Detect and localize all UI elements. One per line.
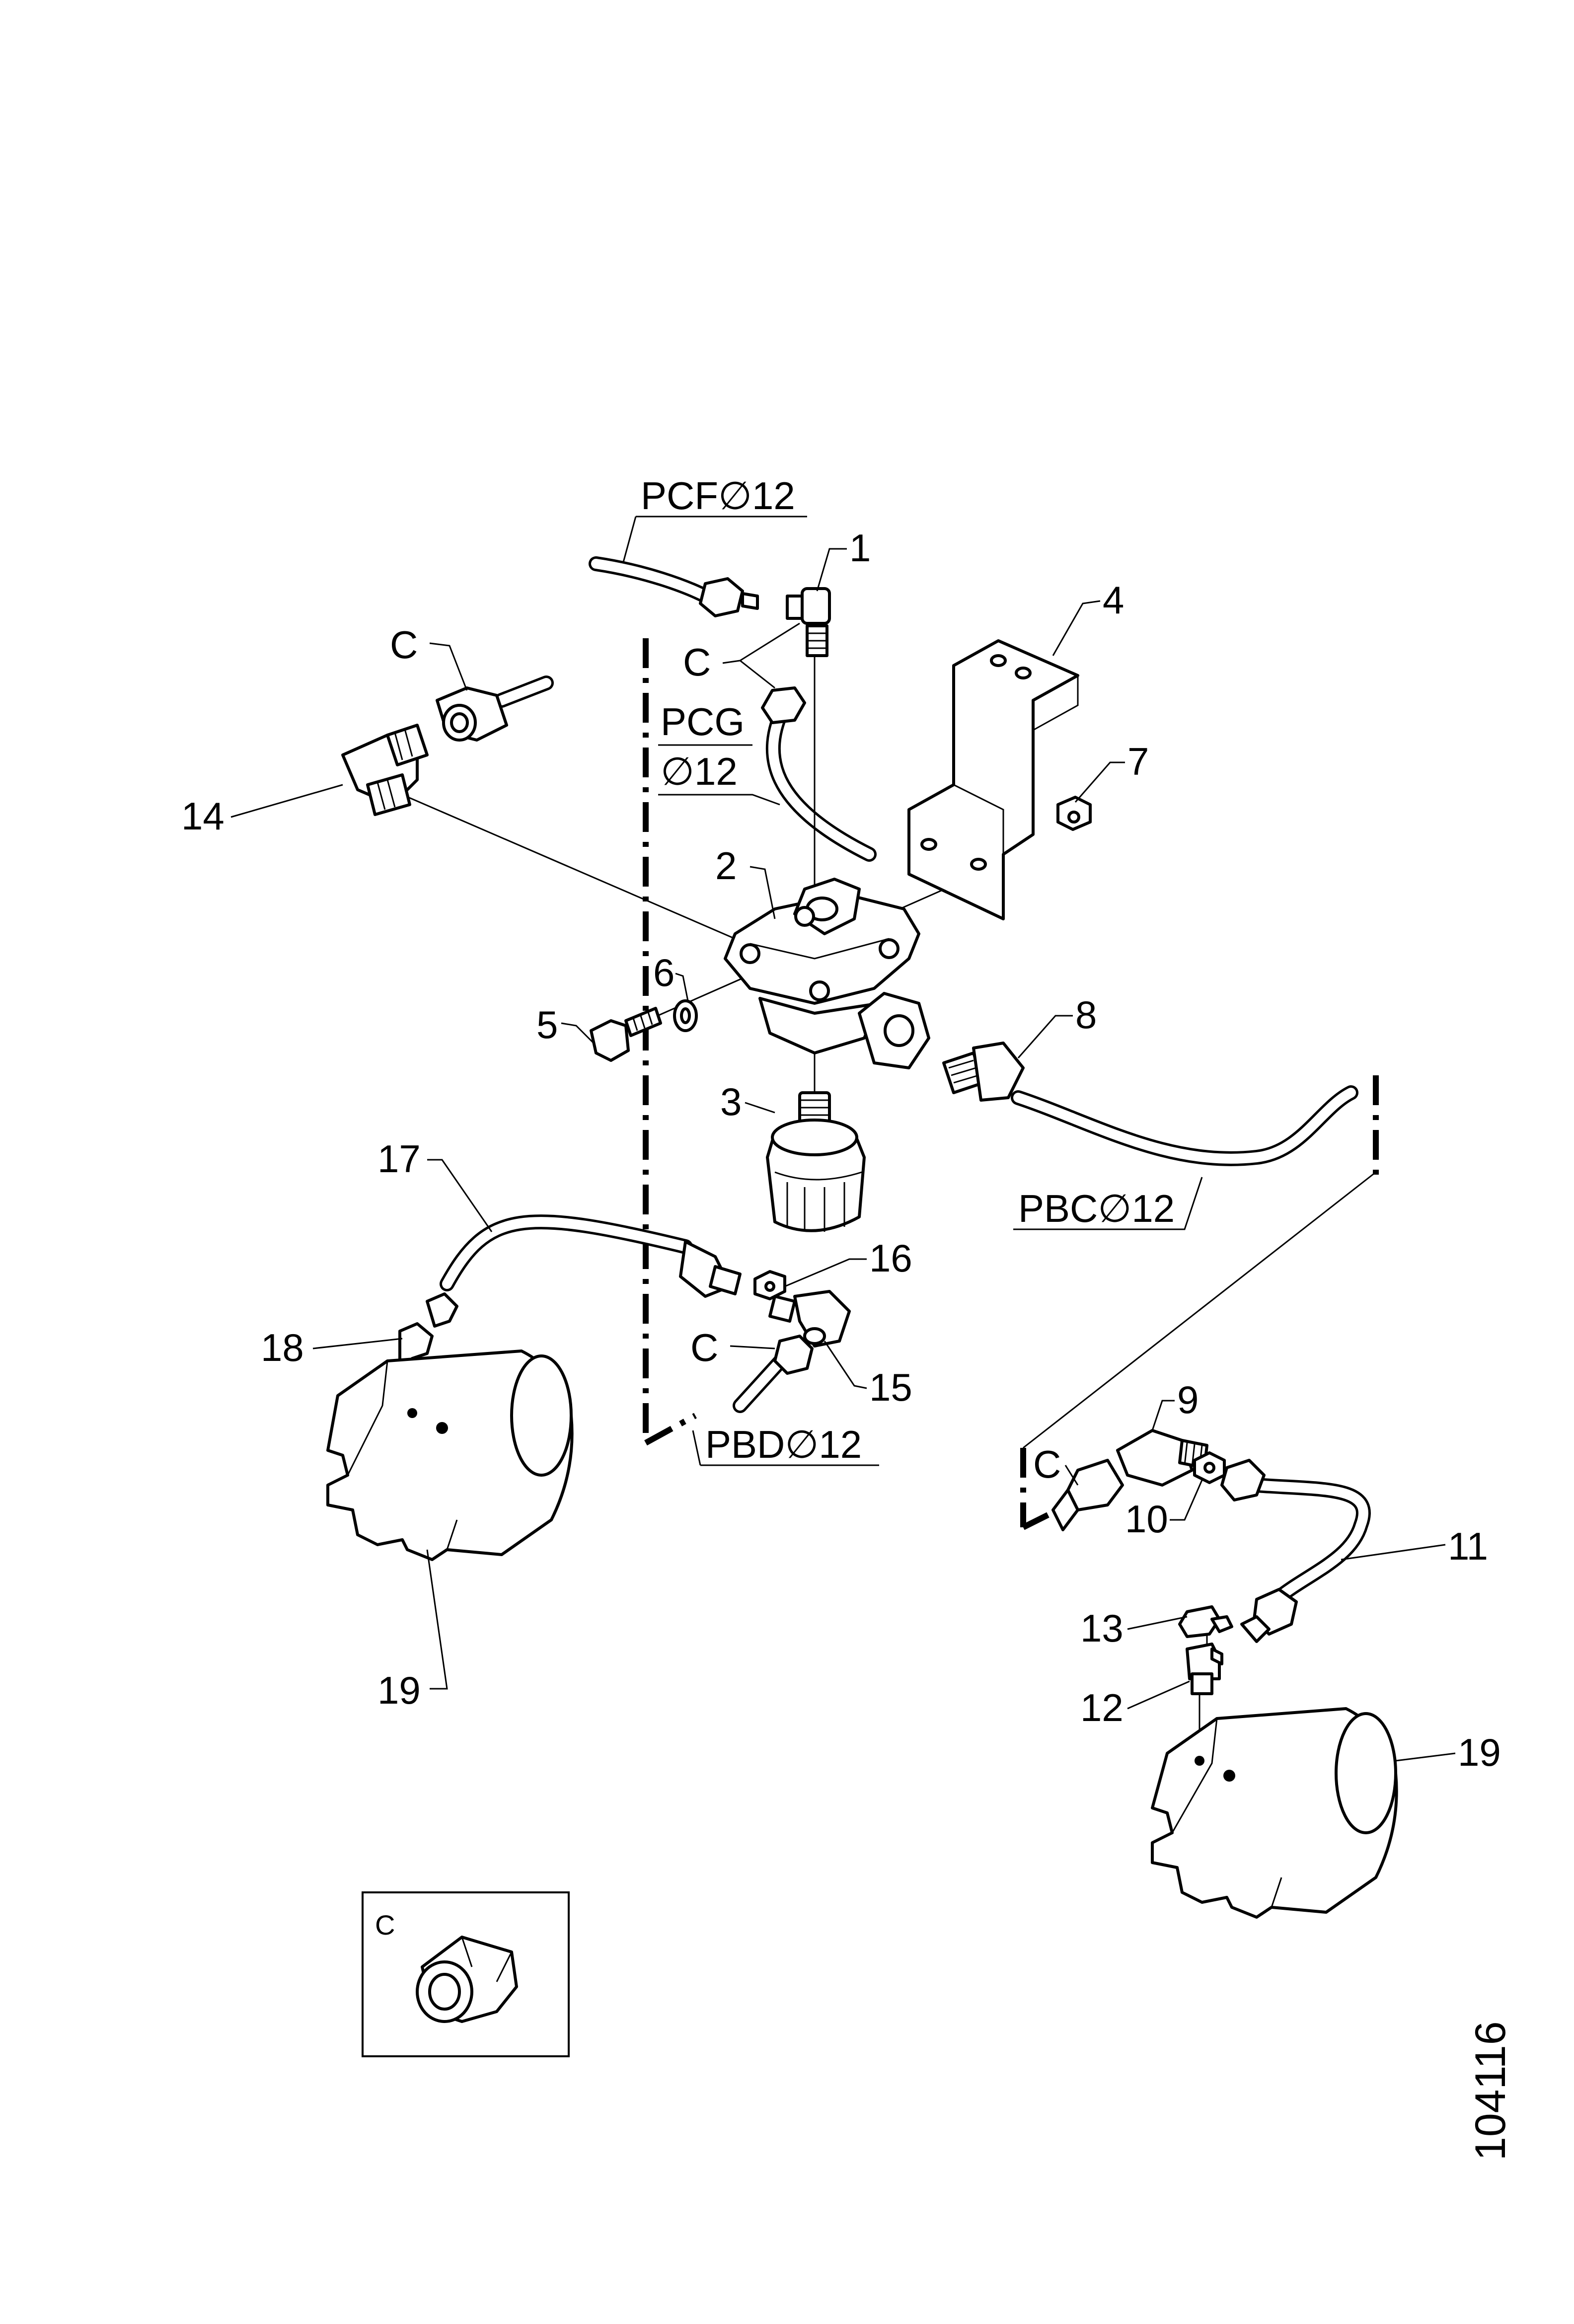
connector-c-label-right: C	[1033, 1442, 1061, 1486]
boundary-right	[1020, 1075, 1379, 1530]
pipe-label-pcg-text: PCG	[661, 700, 745, 744]
callout-10: 10	[1125, 1497, 1168, 1541]
pipe-11-nut-bottom	[1240, 1588, 1298, 1643]
pipe-17	[440, 1214, 693, 1291]
part-3-silencer	[766, 1091, 866, 1232]
pipe-label-pcf: PCF∅12	[620, 474, 807, 572]
part-1-tee-fitting	[786, 587, 831, 657]
callout-19-right: 19	[1458, 1730, 1501, 1774]
pipe-17-end-nut	[679, 1240, 742, 1298]
callout-17: 17	[377, 1137, 421, 1181]
detail-c-label: C	[375, 1909, 395, 1941]
callout-8: 8	[1075, 993, 1097, 1037]
callout-11: 11	[1448, 1524, 1488, 1568]
c-nut-left	[436, 686, 508, 742]
pipe-c-left	[494, 675, 554, 708]
pcg-nut	[761, 686, 806, 724]
pcf-pipe-nut	[699, 577, 759, 617]
callout-19-left: 19	[377, 1668, 421, 1712]
callout-4: 4	[1103, 578, 1124, 622]
callouts: 1 2 3 4 5 6 7 8 9 10 11 12 13 14 15 16 1	[181, 526, 1501, 1774]
pipe-pbc	[1011, 1085, 1358, 1166]
part-2-valve-body	[724, 878, 930, 1069]
pipe-11	[1249, 1478, 1371, 1607]
c-nut-right	[1051, 1459, 1124, 1531]
pipe-pcg	[765, 698, 877, 862]
part-10-nut	[1193, 1451, 1226, 1484]
callout-6: 6	[653, 951, 675, 994]
callout-18: 18	[261, 1326, 304, 1369]
detail-c-nut	[416, 1936, 518, 2023]
part-7-nut	[1056, 796, 1092, 831]
connector-c-label-pbd: C	[690, 1326, 718, 1369]
part-13-valve	[1178, 1605, 1233, 1638]
part-6-washer	[673, 999, 698, 1032]
part-14-elbow	[341, 724, 429, 816]
boundary-left	[643, 638, 697, 1446]
part-9-elbow	[1116, 1429, 1208, 1487]
pipe-label-pbd: PBD∅12	[692, 1423, 879, 1466]
callout-12: 12	[1080, 1686, 1124, 1729]
connector-c-label-top: C	[683, 640, 711, 684]
pipe-label-pbc-text: PBC∅12	[1018, 1187, 1175, 1230]
callout-7: 7	[1127, 740, 1149, 783]
callout-13: 13	[1080, 1606, 1124, 1650]
connector-labels: C C C C	[390, 622, 1079, 1486]
part-8-union	[942, 1042, 1025, 1102]
pipe-label-pcf-text: PCF∅12	[641, 474, 795, 518]
callout-1: 1	[849, 526, 871, 570]
drawing-number: 104116	[1467, 2021, 1514, 2161]
pipe-11-nut-top	[1220, 1459, 1266, 1501]
part-5-screw	[590, 1007, 662, 1062]
callout-3: 3	[720, 1080, 742, 1124]
callout-9: 9	[1177, 1378, 1199, 1422]
boundary-diagonal	[1023, 1171, 1376, 1449]
callout-15: 15	[869, 1365, 912, 1409]
connector-c-label-left: C	[390, 623, 418, 667]
part-16-nut	[753, 1270, 786, 1300]
part-4-bracket	[907, 639, 1079, 920]
pipe-label-pcg-size: ∅12	[661, 750, 738, 793]
part-19-actuator-left	[326, 1349, 574, 1561]
assembly-line-14	[402, 794, 736, 940]
callout-2: 2	[715, 844, 737, 888]
part-12-fitting	[1186, 1643, 1223, 1695]
part-19-actuator-right	[1151, 1707, 1398, 1919]
pipe-pcf	[589, 556, 713, 603]
pipe-label-pbc: PBC∅12	[1013, 1177, 1203, 1230]
callout-5: 5	[536, 1003, 558, 1047]
pbd-nut	[773, 1335, 814, 1375]
detail-c-inset: C	[362, 1891, 570, 2057]
part-15-elbow	[768, 1290, 851, 1348]
pipe-label-pbd-text: PBD∅12	[705, 1423, 862, 1466]
callout-14: 14	[181, 794, 225, 838]
pipe-label-pcg: PCG ∅12	[658, 700, 780, 806]
callout-16: 16	[869, 1236, 912, 1280]
